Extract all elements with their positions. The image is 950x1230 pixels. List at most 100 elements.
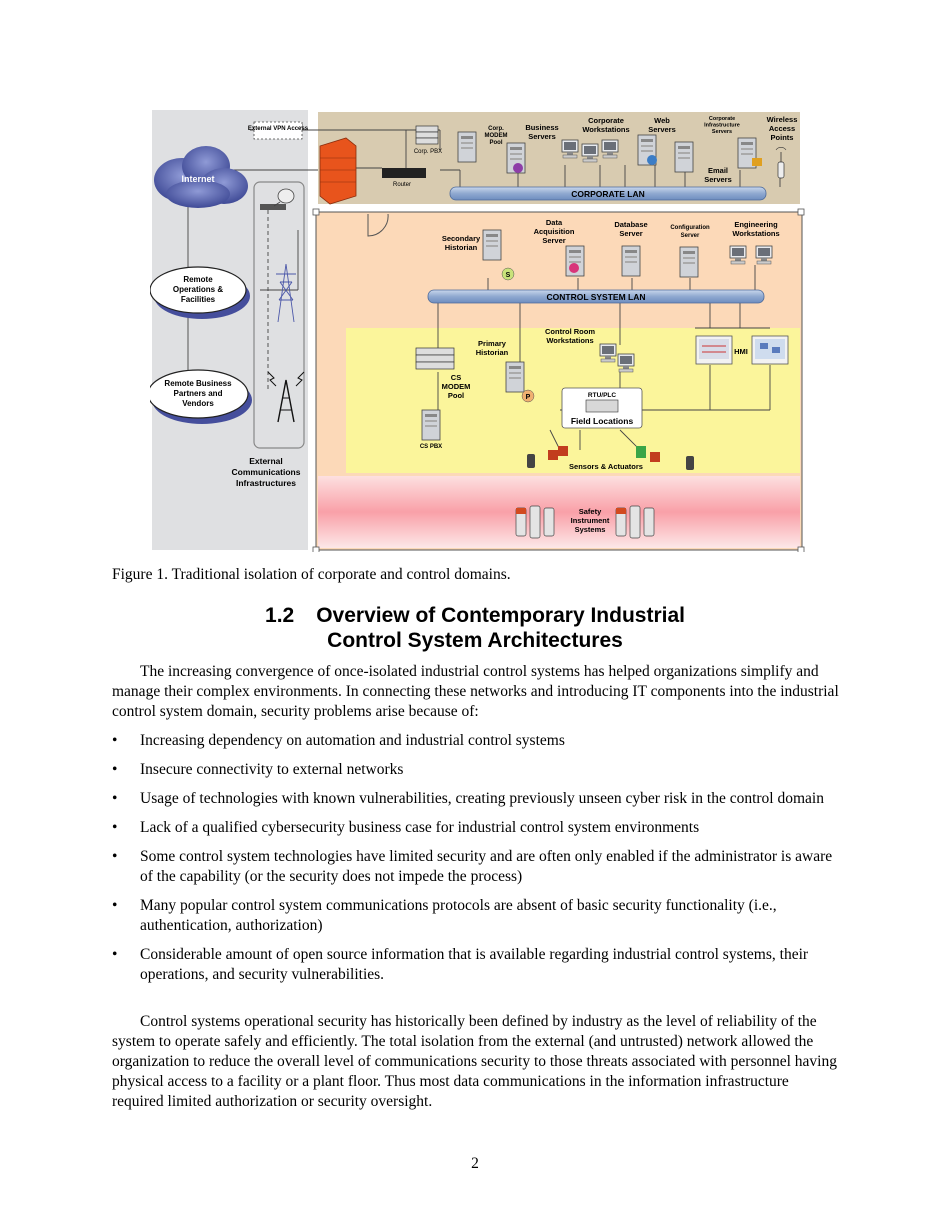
corporate-lan-label: CORPORATE LAN (571, 189, 645, 199)
bullet-dot: • (112, 946, 118, 963)
corporate-lan-bar (449, 186, 767, 201)
internet-cloud: Internet (154, 146, 248, 208)
safety-instrument-devices-left (515, 505, 555, 539)
list-item-text: Considerable amount of open source infor… (140, 946, 809, 983)
intro-text: The increasing convergence of once-isola… (112, 663, 839, 720)
vpn-label: External VPN Access (248, 126, 309, 132)
list-item-text: Some control system technologies have li… (140, 848, 833, 885)
remote-partners-node (150, 369, 249, 419)
list-item-text: Many popular control system communicatio… (140, 897, 777, 934)
list-item: • Insecure connectivity to external netwo… (112, 760, 842, 780)
control-room-workstation-1 (599, 343, 617, 363)
external-comm-frame (253, 181, 305, 449)
cs-pbx-label: CS PBX (420, 444, 442, 450)
corp-workstation-3 (601, 139, 619, 159)
router-label: Router (393, 182, 411, 188)
control-lan-label: CONTROL SYSTEM LAN (546, 292, 645, 302)
list-item: • Increasing dependency on automation and… (112, 731, 842, 751)
engineering-workstation-2 (755, 245, 773, 265)
internet-label: Internet (181, 174, 214, 184)
section-number: 1.2 (265, 604, 295, 627)
safety-zone (318, 476, 800, 548)
cs-pbx-icon (421, 409, 441, 441)
bullet-dot: • (112, 897, 118, 914)
secondary-historian-badge-text: S (506, 272, 511, 279)
primary-historian-badge (521, 389, 535, 403)
section-title-line1: Overview of Contemporary Industrial (316, 604, 685, 627)
sensors-actuators-label: Sensors & Actuators (569, 462, 643, 471)
email-server-icon (674, 141, 694, 173)
firewall-icon (319, 137, 357, 205)
business-server-badge (513, 163, 523, 173)
bullet-dot: • (112, 848, 118, 865)
hmi-label: HMI (734, 347, 748, 356)
section-heading: 1.2 Overview of Contemporary Industrial C… (0, 603, 950, 653)
bullet-dot: • (112, 790, 118, 807)
field-locations-label: Field Locations (571, 416, 634, 426)
list-item-text: Usage of technologies with known vulnera… (140, 790, 824, 807)
cs-modem-pool-icon (415, 347, 455, 370)
closing-text: Control systems operational security has… (112, 1013, 837, 1110)
architecture-diagram: Internet External VPN Access Router Corp… (150, 110, 805, 552)
list-item: • Many popular control system communicati… (112, 896, 842, 936)
radio-tower-icon (267, 371, 305, 423)
intro-paragraph: The increasing convergence of once-isola… (112, 662, 842, 722)
transmission-tower-icon (276, 263, 296, 323)
rtu-plc-icon (585, 399, 619, 413)
bullet-dot: • (112, 819, 118, 836)
remote-operations-node (150, 266, 247, 314)
satellite-dish-icon (260, 188, 295, 210)
sensor-icons (527, 446, 694, 470)
list-item-text: Increasing dependency on automation and … (140, 732, 565, 749)
page-number: 2 (471, 1155, 479, 1172)
list-item: • Considerable amount of open source info… (112, 945, 842, 985)
configuration-server (679, 246, 699, 278)
section-title-line2: Control System Architectures (327, 629, 623, 652)
wireless-ap-icon (775, 147, 787, 179)
bullet-dot: • (112, 732, 118, 749)
vpn-box (253, 121, 303, 140)
list-item-text: Insecure connectivity to external networ… (140, 761, 404, 778)
rtu-plc-label: RTU/PLC (588, 392, 616, 399)
bullet-dot: • (112, 761, 118, 778)
infrastructure-server-badge (752, 158, 762, 166)
control-lan-bar (427, 289, 765, 304)
engineering-workstation-1 (729, 245, 747, 265)
list-item: •Lack of a qualified cybersecurity busin… (112, 818, 842, 838)
list-item: • Some control system technologies have l… (112, 847, 842, 887)
control-room-workstation-2 (617, 353, 635, 373)
data-acquisition-badge (569, 263, 579, 273)
list-item: • Usage of technologies with known vulner… (112, 789, 842, 809)
hmi-screen-1 (695, 335, 733, 365)
corp-workstation-2 (581, 143, 599, 163)
secondary-historian-badge (501, 267, 515, 281)
corp-pbx-icon (415, 125, 439, 145)
primary-historian-server (505, 361, 525, 393)
corp-workstation-1 (561, 139, 579, 159)
hmi-screen-2 (751, 335, 789, 365)
database-server (621, 245, 641, 277)
corp-modem-icon (457, 131, 477, 163)
primary-historian-badge-text: P (526, 394, 531, 401)
closing-paragraph: Control systems operational security has… (112, 1012, 842, 1112)
secondary-historian-server (482, 229, 502, 261)
door-icon (367, 213, 389, 237)
